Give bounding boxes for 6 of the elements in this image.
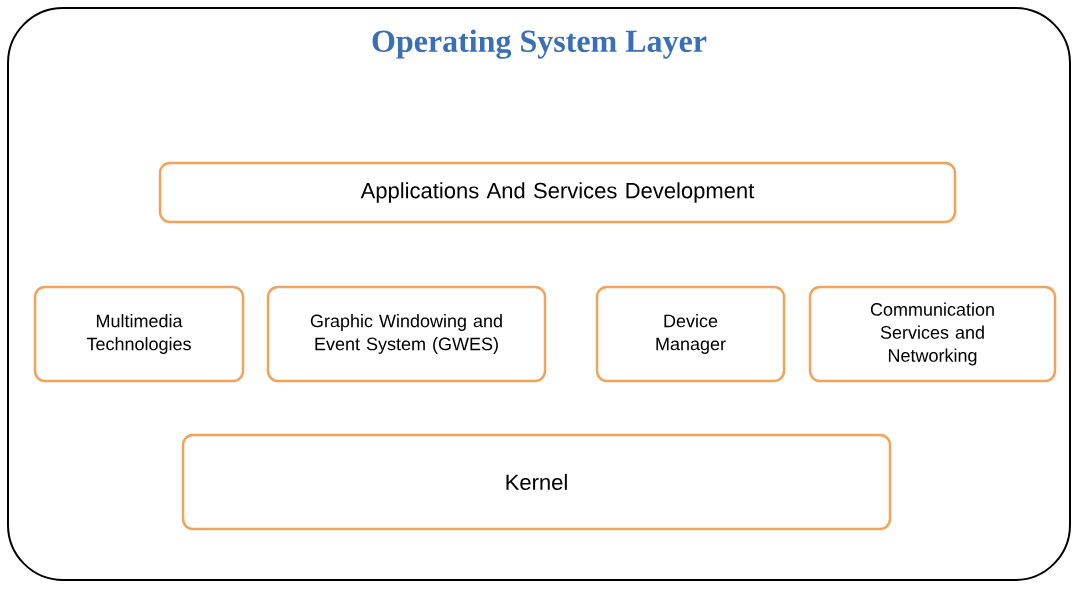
component-box: Graphic Windowing and Event System (GWES) <box>266 285 547 383</box>
component-box: Kernel <box>181 433 892 531</box>
component-box: Device Manager <box>595 285 786 383</box>
component-box: Applications And Services Development <box>158 161 957 224</box>
component-box: Multimedia Technologies <box>33 285 245 383</box>
component-box: Communication Services and Networking <box>808 285 1057 383</box>
